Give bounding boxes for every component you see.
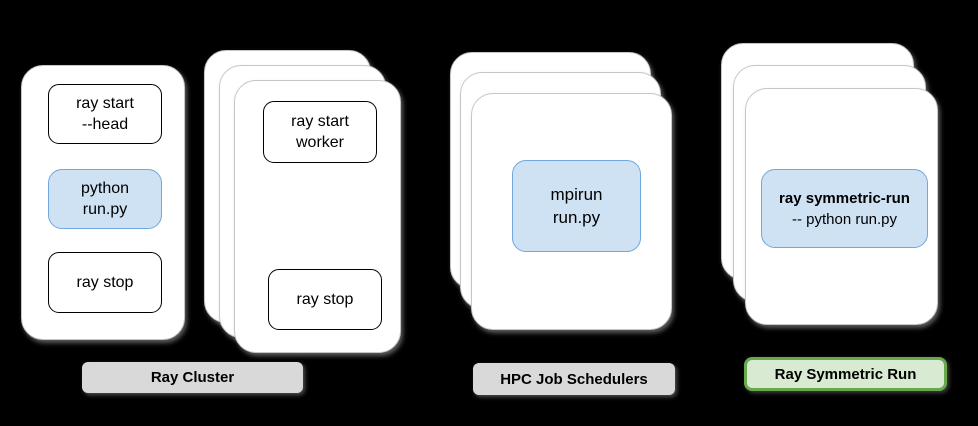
command-box-mpirun: mpirun run.py — [512, 160, 641, 252]
command-box-python-run: python run.py — [48, 169, 162, 229]
command-line: python — [80, 180, 130, 197]
command-box-ray-symmetric-run: ray symmetric-run -- python run.py — [761, 169, 928, 248]
command-line: run.py — [552, 208, 601, 227]
command-line: worker — [295, 134, 344, 151]
command-box-ray-start-worker: ray start worker — [263, 101, 377, 163]
hpc-job-card-front: mpirun run.py — [471, 93, 672, 330]
command-box-ray-start-head: ray start --head — [48, 84, 162, 144]
badge-ray-cluster: Ray Cluster — [82, 362, 303, 393]
command-box-ray-stop-worker: ray stop — [268, 269, 382, 330]
worker-node-card-front: ray start worker ray stop — [234, 80, 401, 353]
command-line: run.py — [82, 201, 128, 218]
badge-ray-symmetric-run: Ray Symmetric Run — [744, 357, 947, 391]
command-line: mpirun — [550, 185, 603, 204]
head-node-card: ray start --head python run.py ray stop — [21, 65, 185, 340]
command-box-ray-stop: ray stop — [48, 252, 162, 313]
symmetric-run-card-front: ray symmetric-run -- python run.py — [745, 88, 938, 325]
command-line: -- python run.py — [791, 210, 898, 228]
badge-hpc-job-schedulers: HPC Job Schedulers — [473, 363, 675, 395]
command-line: ray start — [76, 95, 134, 112]
command-line: ray stop — [296, 291, 354, 308]
command-line: ray start — [291, 113, 349, 130]
command-line: ray stop — [76, 274, 134, 291]
command-line: ray symmetric-run — [779, 189, 910, 207]
command-line: --head — [81, 116, 129, 133]
